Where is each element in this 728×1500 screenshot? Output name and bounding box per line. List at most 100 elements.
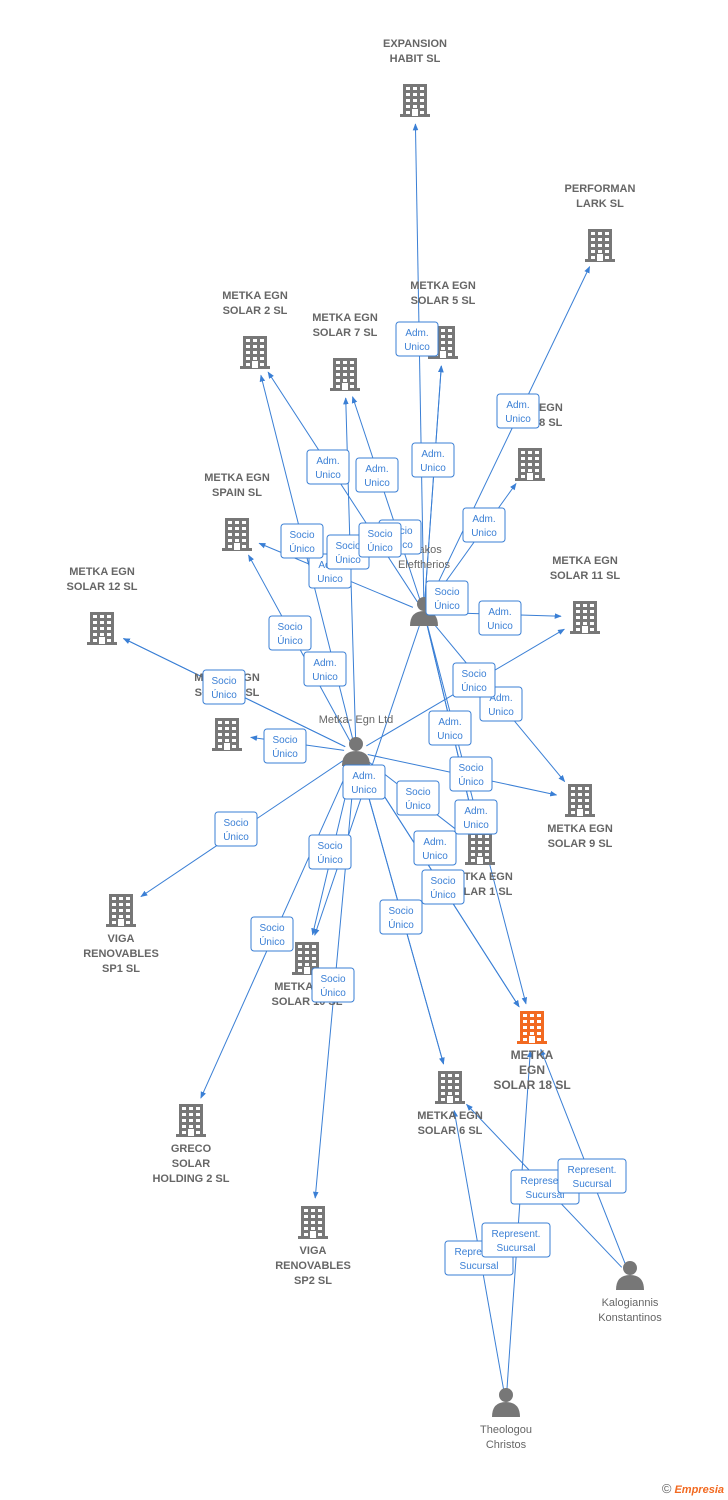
node-label: Konstantinos xyxy=(598,1312,662,1324)
building-icon xyxy=(570,601,600,634)
edge-label-text: Único xyxy=(434,599,460,612)
edge-label-box[interactable]: Adm.Unico xyxy=(413,830,457,866)
edge-label-box[interactable]: Adm.Unico xyxy=(306,449,350,485)
edge-label-text: Socio xyxy=(289,530,314,541)
edge-label-box[interactable]: Adm.Unico xyxy=(303,651,347,687)
edge-label-frame xyxy=(454,799,498,835)
node-label: Christos xyxy=(486,1439,527,1451)
edge-label-frame xyxy=(496,393,540,429)
edge-label-text: Socio xyxy=(259,923,284,934)
edge-labels-layer: Adm.UnicoAdm.UnicoAdm.UnicoAdm.UnicoAdm.… xyxy=(202,321,627,1276)
building-icon xyxy=(298,1206,328,1239)
node-label: HABIT SL xyxy=(390,53,441,65)
company-node-expansion[interactable]: EXPANSION HABIT SL xyxy=(383,38,447,117)
node-label: METKA EGN xyxy=(222,290,288,302)
edge-label-frame xyxy=(308,834,352,870)
node-label: Theologou xyxy=(480,1424,532,1436)
edge-label-text: Unico xyxy=(463,820,489,831)
edge-label-box[interactable]: Represent.Sucursal xyxy=(557,1158,627,1194)
edge-label-box[interactable]: Adm.Unico xyxy=(411,442,455,478)
node-label: METKA EGN xyxy=(312,312,378,324)
company-node-solar12[interactable]: METKA EGN SOLAR 12 SL xyxy=(67,566,138,645)
node-label: METKA EGN xyxy=(417,1110,483,1122)
edge-label-frame xyxy=(263,728,307,764)
edge-label-box[interactable]: Adm.Unico xyxy=(355,457,399,493)
node-label: SPAIN SL xyxy=(212,487,262,499)
edge-label-text: Adm. xyxy=(313,658,336,669)
node-label: METKA EGN xyxy=(69,566,135,578)
edge-label-frame xyxy=(478,600,522,636)
edge-label-frame xyxy=(462,507,506,543)
edge-label-text: Represent. xyxy=(568,1165,617,1176)
node-label: SOLAR 12 SL xyxy=(67,581,138,593)
edge-label-frame xyxy=(214,811,258,847)
edge-label-box[interactable]: Adm.Unico xyxy=(395,321,439,357)
edge-label-text: Socio xyxy=(367,529,392,540)
edge-label-box[interactable]: Adm.Unico xyxy=(478,600,522,636)
edge-label-text: Socio xyxy=(211,676,236,687)
node-label: SOLAR 6 SL xyxy=(418,1125,483,1137)
edge-label-text: Único xyxy=(458,775,484,788)
edge-label-text: Unico xyxy=(364,478,390,489)
edge-label-text: Unico xyxy=(420,463,446,474)
edge-label-text: Unico xyxy=(488,707,514,718)
building-icon xyxy=(212,718,242,751)
node-label: EXPANSION xyxy=(383,38,447,50)
edge-label-box[interactable]: Represent.Sucursal xyxy=(481,1222,551,1258)
edge-label-text: Adm. xyxy=(438,717,461,728)
edge-label-text: Socio xyxy=(388,906,413,917)
brand-footer[interactable]: ©Empresia xyxy=(662,1481,724,1496)
edge-line xyxy=(351,396,421,601)
edge-label-text: Único xyxy=(223,830,249,843)
node-label: VIGA xyxy=(108,933,135,945)
edge-label-box[interactable]: Adm.Unico xyxy=(342,764,386,800)
node-label: SOLAR xyxy=(172,1158,211,1170)
person-node-metkaltd[interactable]: Metka- Egn Ltd xyxy=(319,714,394,766)
edge-label-box[interactable]: Adm.Unico xyxy=(496,393,540,429)
edge-label-text: Adm. xyxy=(316,456,339,467)
building-icon xyxy=(465,832,495,865)
edge-label-box[interactable]: Adm. Unico xyxy=(428,710,472,746)
company-node-solar6[interactable]: METKA EGN SOLAR 6 SL xyxy=(417,1071,483,1137)
node-label: SOLAR 18 SL xyxy=(493,1078,570,1092)
edge-label-box[interactable]: Adm.Unico xyxy=(454,799,498,835)
edge-label-box[interactable]: Adm.Unico xyxy=(462,507,506,543)
edge-label-text: Unico xyxy=(437,731,463,742)
edge-label-frame xyxy=(413,830,457,866)
building-icon xyxy=(515,448,545,481)
edge-label-frame xyxy=(452,662,496,698)
edge-label-frame xyxy=(202,669,246,705)
edge-label-text: Único xyxy=(289,542,315,555)
edge-label-text: Único xyxy=(211,688,237,701)
edge-label-text: Unico xyxy=(422,851,448,862)
edge-label-text: Socio xyxy=(223,818,248,829)
